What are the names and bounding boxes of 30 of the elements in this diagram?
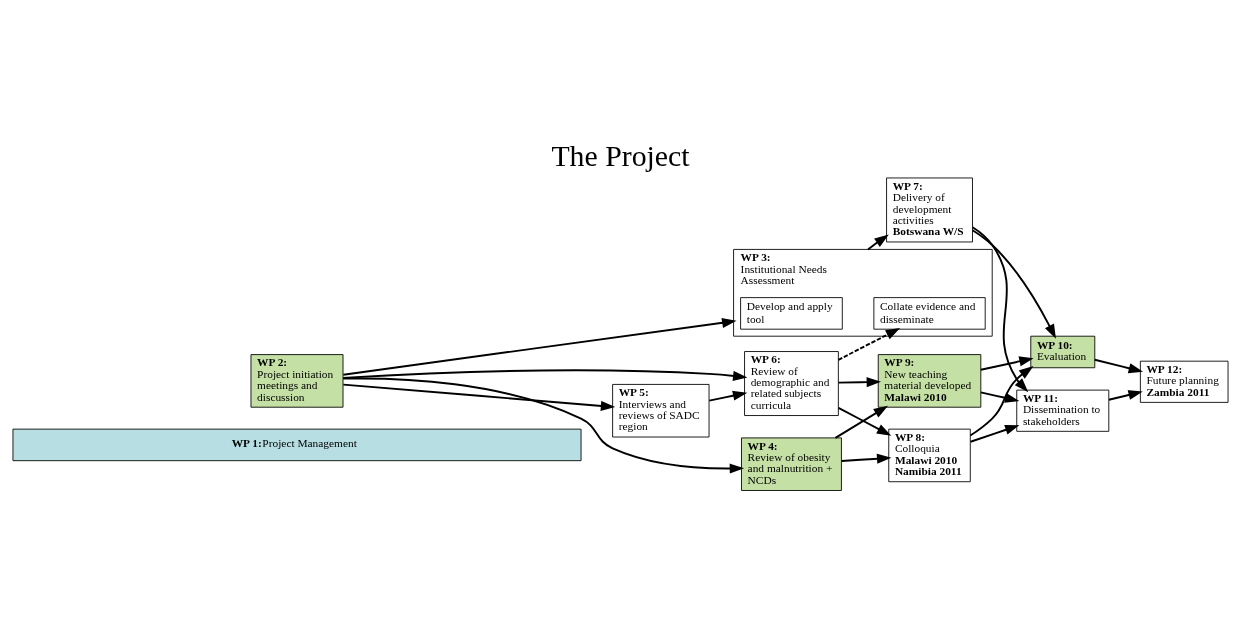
node-box: WP 5: Interviews and reviews of SADC region	[612, 383, 710, 437]
arrow	[969, 365, 1034, 436]
arrow	[342, 368, 748, 381]
node-box: WP 12: Future planning Zambia 2011	[1139, 360, 1229, 403]
node-box: WP 10: Evaluation	[1030, 335, 1096, 368]
node-box: WP 6: Review of demographic and related subjects curricula	[744, 350, 839, 416]
arrow	[979, 390, 1020, 403]
node-box: Develop and apply tool	[740, 296, 843, 330]
node-box: WP 8: Colloquia Malawi 2010 Namibia 2011	[888, 428, 971, 482]
arrow	[979, 355, 1034, 371]
arrow	[969, 424, 1020, 443]
node-box: WP 9: New teaching material developed Malawi 2010	[877, 353, 982, 408]
node-box: WP 11: Dissemination to stakeholders	[1016, 389, 1110, 432]
arrow	[971, 228, 1056, 339]
arrow	[342, 317, 737, 376]
arrow	[342, 376, 745, 474]
arrow	[971, 225, 1029, 392]
arrow	[837, 376, 881, 387]
node-box: WP 4: Review of obesity and malnutrition + NCDs	[741, 436, 842, 491]
node-box: WP 2: Project initiation meetings and discussion	[250, 353, 344, 408]
node-box: WP 1:Project Management	[12, 428, 582, 461]
arrow	[837, 327, 901, 361]
node-box: Collate evidence and disseminate	[873, 296, 986, 330]
node-box: WP 7: Delivery of development activities Botswana W/S	[886, 177, 973, 242]
diagram-title: The Project	[551, 138, 690, 172]
arrow	[1093, 358, 1144, 373]
arrow	[342, 383, 616, 411]
arrow	[1107, 389, 1143, 401]
arrow	[840, 453, 892, 464]
arrow	[708, 390, 748, 402]
